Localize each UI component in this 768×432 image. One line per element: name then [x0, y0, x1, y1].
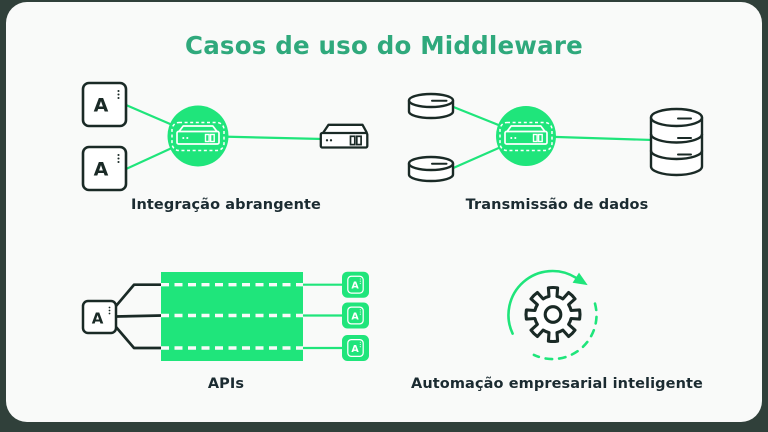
gear-hub-icon	[543, 305, 563, 324]
branch-lines	[114, 283, 163, 350]
app-box-icon	[81, 81, 128, 128]
integration-diagram	[81, 81, 369, 192]
app-box-icon: A	[81, 299, 118, 335]
automation-diagram	[507, 269, 598, 361]
infographic-card: Casos de uso do Middleware A	[6, 2, 762, 422]
api-channel-dashes	[161, 283, 303, 350]
database-icon	[649, 107, 704, 177]
use-case-label-transmission: Transmissão de dados	[465, 197, 649, 213]
page-title: Casos de uso do Middleware	[185, 31, 583, 60]
mini-app-box-icon	[341, 271, 370, 299]
use-case-label-integration: Integração abrangente	[130, 197, 321, 213]
use-case-label-apis: APIs	[207, 376, 245, 392]
data-disk-icon	[407, 92, 455, 120]
use-case-label-automation: Automação empresarial inteligente	[411, 376, 703, 392]
data-transmission-diagram	[407, 92, 704, 183]
app-box-icon	[81, 145, 128, 192]
mini-app-box-icon	[341, 301, 370, 330]
data-disk-icon	[407, 155, 455, 183]
apis-diagram: A	[81, 271, 370, 362]
svg-text:A: A	[92, 310, 104, 328]
cycle-arrow-icon	[507, 269, 598, 361]
mini-app-box-icon	[341, 334, 370, 362]
network-device-icon	[319, 123, 369, 149]
connector-lines	[303, 283, 342, 350]
